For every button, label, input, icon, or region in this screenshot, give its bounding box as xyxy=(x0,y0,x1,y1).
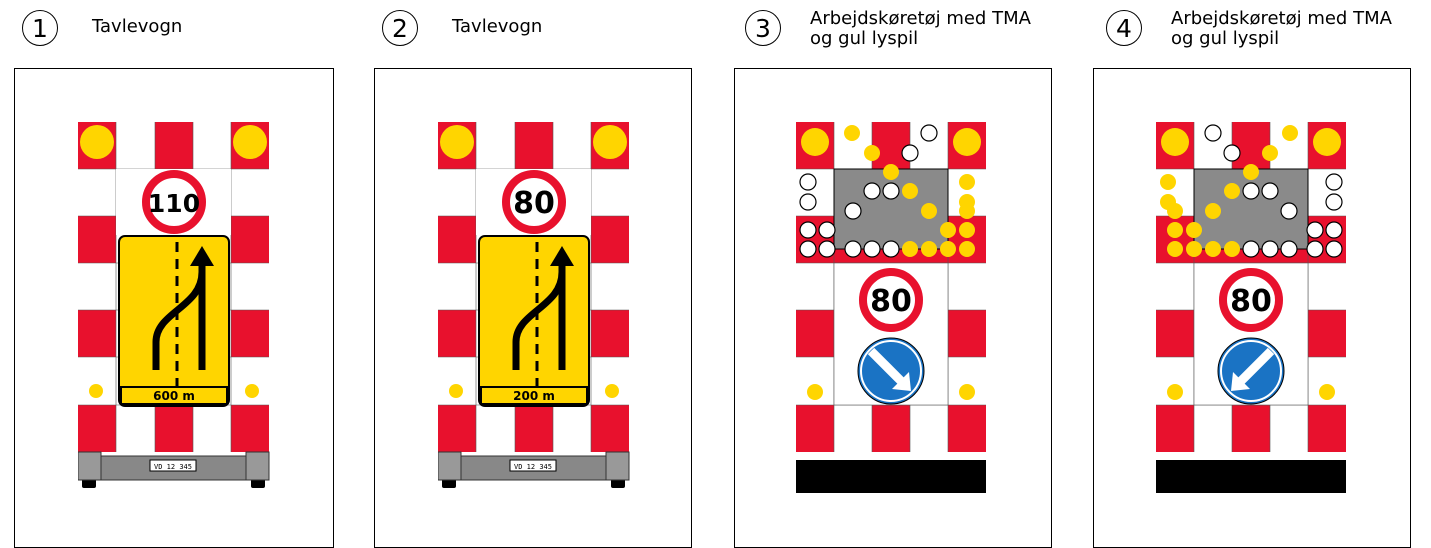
warning-lamp xyxy=(1319,384,1335,400)
panel-caption: Arbejdskøretøj med TMA og gul lyspil xyxy=(1171,9,1392,49)
speed-limit-sign: 80 xyxy=(506,174,562,230)
speed-limit-text: 80 xyxy=(870,284,912,319)
panel-caption: Tavlevogn xyxy=(452,17,542,37)
warning-lamp xyxy=(233,125,267,159)
speed-limit-text: 80 xyxy=(1230,284,1272,319)
lane-merge-sign: 600 m xyxy=(119,236,229,406)
warning-lamp xyxy=(1313,128,1341,156)
distance-text: 200 m xyxy=(513,389,555,403)
panel-number: 4 xyxy=(1106,10,1142,46)
warning-lamp xyxy=(449,384,463,398)
warning-lamp xyxy=(593,125,627,159)
tma-vehicle-board: 80 xyxy=(1156,122,1351,497)
panel-3: 3 Arbejdskøretøj med TMA og gul lyspil xyxy=(720,0,1080,541)
panel-number: 3 xyxy=(745,10,781,46)
warning-lamp xyxy=(80,125,114,159)
panel-caption: Tavlevogn xyxy=(92,17,182,37)
vehicle-bumper xyxy=(1156,460,1346,493)
tma-vehicle-board: 80 xyxy=(796,122,991,497)
warning-lamp xyxy=(959,384,975,400)
warning-lamp xyxy=(440,125,474,159)
trailer-chassis: VD 12 345 xyxy=(438,452,629,488)
vehicle-bumper xyxy=(796,460,986,493)
warning-lamp xyxy=(801,128,829,156)
warning-lamp xyxy=(89,384,103,398)
warning-lamp xyxy=(245,384,259,398)
speed-limit-sign: 80 xyxy=(863,272,919,328)
warning-lamp xyxy=(953,128,981,156)
panel-2: 2 Tavlevogn 80 xyxy=(360,0,720,541)
panel-number: 2 xyxy=(382,10,418,46)
keep-left-sign xyxy=(1218,338,1284,404)
speed-limit-text: 110 xyxy=(148,189,200,218)
panel-4: 4 Arbejdskøretøj med TMA og gul lyspil xyxy=(1080,0,1431,541)
speed-limit-text: 80 xyxy=(513,186,555,221)
warning-lamp xyxy=(1161,128,1189,156)
speed-limit-sign: 110 xyxy=(146,174,202,230)
warning-lamp xyxy=(807,384,823,400)
panel-1: 1 Tavlevogn 110 xyxy=(0,0,360,541)
sign-trailer: 80 200 m VD 12 345 xyxy=(438,122,633,502)
panel-caption: Arbejdskøretøj med TMA og gul lyspil xyxy=(810,9,1031,49)
panel-number: 1 xyxy=(22,10,58,46)
distance-text: 600 m xyxy=(153,389,195,403)
warning-lamp xyxy=(1167,384,1183,400)
lane-merge-sign: 200 m xyxy=(479,236,589,406)
license-plate-text: VD 12 345 xyxy=(514,463,552,471)
license-plate-text: VD 12 345 xyxy=(154,463,192,471)
speed-limit-sign: 80 xyxy=(1223,272,1279,328)
trailer-chassis: VD 12 345 xyxy=(78,452,269,488)
warning-lamp xyxy=(605,384,619,398)
sign-trailer: 110 600 m VD 12 345 xyxy=(78,122,273,502)
keep-right-sign xyxy=(858,338,924,404)
